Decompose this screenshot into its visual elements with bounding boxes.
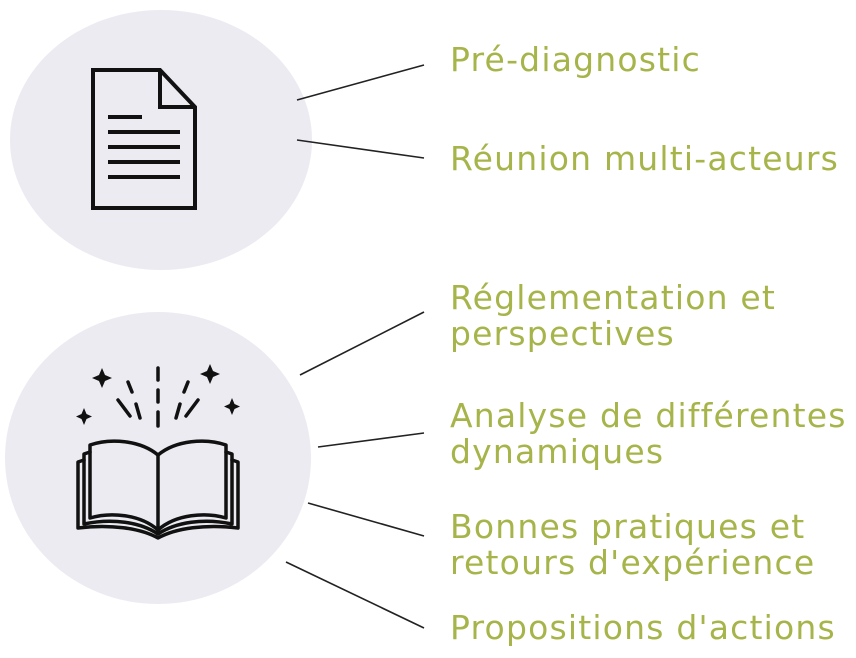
connector-line — [285, 561, 425, 629]
label-line: perspectives — [450, 314, 675, 353]
label-reunion-multi-acteurs: Réunion multi-acteurs — [450, 139, 840, 178]
label-pre-diagnostic: Pré-diagnostic — [450, 40, 702, 79]
open-book-icon — [76, 364, 240, 540]
document-icon — [91, 68, 197, 210]
label-analyse: Analyse de différentes dynamiques — [450, 398, 847, 470]
label-line: Analyse de différentes — [450, 396, 847, 435]
connector-line — [296, 64, 425, 101]
label-line: Bonnes pratiques et — [450, 507, 806, 546]
connector-line — [296, 139, 425, 159]
connector-line — [307, 502, 425, 537]
connector-line — [299, 311, 425, 376]
label-line: Réglementation et — [450, 278, 777, 317]
document-circle — [10, 10, 312, 270]
label-line: dynamiques — [450, 432, 665, 471]
label-line: retours d'expérience — [450, 543, 816, 582]
label-propositions: Propositions d'actions — [450, 608, 836, 647]
connector-line — [317, 432, 425, 448]
label-reglementation: Réglementation et perspectives — [450, 280, 776, 352]
label-bonnes-pratiques: Bonnes pratiques et retours d'expérience — [450, 509, 815, 581]
